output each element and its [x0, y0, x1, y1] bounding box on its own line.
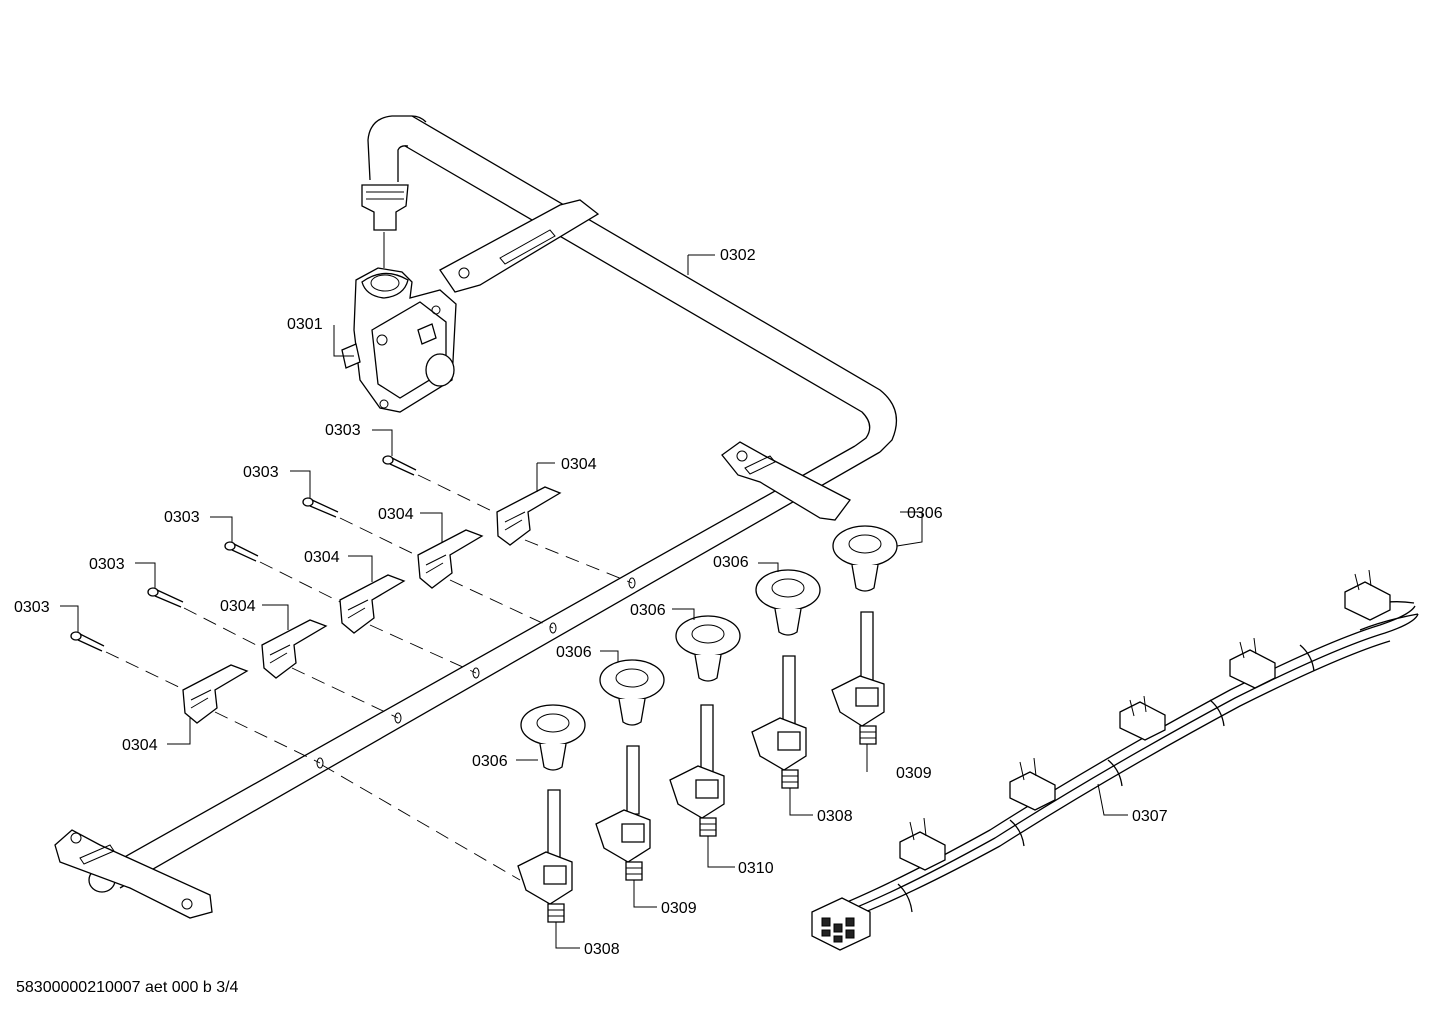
callout-0306-b: 0306 — [713, 554, 749, 571]
gas-manifold-pipe — [88, 115, 898, 893]
callout-0309-left: 0309 — [661, 900, 697, 917]
callout-0303-b: 0303 — [243, 464, 279, 481]
nozzle-cap-0306-d — [599, 659, 665, 726]
callout-0308-left: 0308 — [584, 941, 620, 958]
callout-0304-a: 0304 — [561, 456, 597, 473]
nozzle-cap-0306-a — [832, 525, 898, 592]
nozzle-cap-0306-e — [520, 704, 586, 771]
clip-0304-a — [496, 486, 562, 546]
pipe-bracket-bottom — [54, 829, 213, 919]
pipe-bracket-right — [721, 441, 851, 521]
valve-0308-left — [517, 789, 573, 923]
clip-0304-c — [339, 574, 406, 634]
callout-0304-e: 0304 — [122, 737, 158, 754]
gas-regulator — [341, 184, 457, 413]
clip-0304-d — [261, 619, 328, 679]
nozzle-cap-0306-b — [755, 569, 821, 636]
valve-0310 — [669, 704, 725, 837]
screw-0303-e — [70, 631, 186, 691]
callout-0303-a: 0303 — [325, 422, 361, 439]
clip-0304-e — [182, 664, 249, 724]
screw-0303-d — [147, 587, 263, 649]
callout-0307: 0307 — [1132, 808, 1168, 825]
callout-0306-a: 0306 — [907, 505, 943, 522]
valve-0309-right — [831, 611, 885, 745]
callout-labels: 0301 0302 0303 0303 0303 0303 0303 0304 … — [14, 247, 1168, 958]
screw-0303-b — [302, 497, 421, 558]
callout-0304-b: 0304 — [378, 506, 414, 523]
callout-0306-d: 0306 — [556, 644, 592, 661]
callout-0303-c: 0303 — [164, 509, 200, 526]
callout-0303-e: 0303 — [14, 599, 50, 616]
screw-0303-c — [224, 541, 341, 603]
callout-0301: 0301 — [287, 316, 323, 333]
callout-0308-right: 0308 — [817, 808, 853, 825]
alignment-lines — [214, 539, 633, 881]
callout-0310: 0310 — [738, 860, 774, 877]
callout-0309-right: 0309 — [896, 765, 932, 782]
callout-0304-d: 0304 — [220, 598, 256, 615]
clip-0304-b — [417, 529, 484, 589]
valve-0309-left — [595, 745, 651, 881]
callout-0302: 0302 — [720, 247, 756, 264]
callout-0306-c: 0306 — [630, 602, 666, 619]
screw-0303-a — [382, 455, 501, 516]
callout-0304-c: 0304 — [304, 549, 340, 566]
pipe-bracket-top — [439, 199, 600, 293]
valve-0308-right — [751, 655, 807, 789]
leader-lines — [60, 254, 1128, 949]
callout-0306-e: 0306 — [472, 753, 508, 770]
wiring-harness — [811, 569, 1419, 951]
nozzle-cap-0306-c — [675, 615, 741, 682]
callout-0303-d: 0303 — [89, 556, 125, 573]
document-id: 58300000210007 aet 000 b 3/4 — [16, 979, 239, 996]
